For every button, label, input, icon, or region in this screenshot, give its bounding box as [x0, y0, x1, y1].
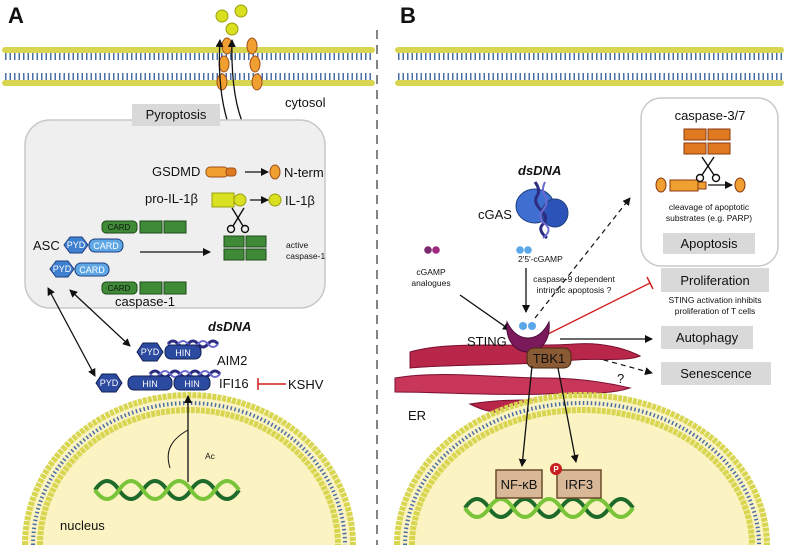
il1b-label: IL-1β — [285, 193, 315, 208]
ifi16-label: IFI16 — [219, 376, 249, 391]
aim2-pyd-label: PYD — [141, 347, 160, 357]
pyroptosis-box — [132, 104, 220, 126]
cgamp-molecules — [516, 246, 532, 254]
cgamp-label: 2'5'-cGAMP — [518, 254, 563, 264]
caspase-top-card-label: CARD — [108, 223, 131, 232]
pro-il1b-label: pro-IL-1β — [145, 191, 198, 206]
apoptosis-compartment — [640, 97, 779, 267]
dsdna-label-b: dsDNA — [518, 163, 561, 178]
ifi16-hin2-label: HIN — [184, 379, 200, 389]
gsdmd-label: GSDMD — [152, 164, 200, 179]
aim2-hin-label: HIN — [175, 348, 191, 358]
scissors-icon-b — [695, 156, 721, 183]
analogues-to-sting-arrow — [459, 294, 511, 331]
kshv-label: KSHV — [288, 377, 324, 392]
asc-ifi16-arrow — [47, 287, 96, 377]
panel-a-letter: A — [8, 3, 24, 28]
tbk1-to-nfkb-arrow — [518, 365, 533, 467]
senescence-box — [661, 362, 771, 385]
sting-to-senescence-arrow — [559, 347, 653, 376]
apoptosis-label: Apoptosis — [680, 236, 738, 251]
autophagy-label: Autophagy — [676, 330, 739, 345]
active-caspase-1 — [223, 235, 267, 261]
cgas-label: cGAS — [478, 207, 512, 222]
sting-to-apoptosis-arrow — [534, 197, 631, 319]
irf3-box — [556, 469, 602, 499]
sting-label: STING — [467, 334, 507, 349]
active-caspase-label-2: caspase-1 — [286, 251, 325, 261]
casp9-label-2: intrinsic apoptosis ? — [537, 285, 612, 295]
parp-substrate — [655, 177, 746, 193]
caspase-bottom-card-label: CARD — [108, 284, 131, 293]
cleavage-label-2: substrates (e.g. PARP) — [666, 213, 752, 223]
phospho-label: P — [553, 465, 559, 474]
sting-dimer — [506, 320, 550, 353]
senescence-question: ? — [617, 371, 624, 386]
casp9-label-1: caspase-9 dependent — [533, 274, 615, 284]
senescence-label: Senescence — [680, 366, 752, 381]
ifi16-protein: PYD HIN HIN — [95, 373, 211, 393]
dsdna-aim2-helix — [166, 339, 220, 349]
scissors-icon — [226, 207, 250, 234]
plasma-membrane-b — [395, 47, 785, 86]
irf3-label: IRF3 — [565, 477, 593, 492]
dna-helix-a — [93, 479, 241, 501]
nfkb-box — [495, 469, 543, 499]
proliferation-inhibition-line — [547, 282, 651, 335]
cytosol-label: cytosol — [285, 95, 326, 110]
acetylation-line — [167, 429, 189, 469]
cytosol-compartment — [24, 119, 326, 309]
cgamp-analogues-label-2: analogues — [411, 278, 450, 288]
asc1-pyd-label: PYD — [67, 240, 86, 250]
asc-protein-2: PYD CARD — [49, 260, 110, 278]
asc-label: ASC — [33, 238, 60, 253]
dsdna-cgas-helix — [533, 181, 548, 240]
sting-inhibits-label-2: proliferation of T cells — [675, 306, 755, 316]
cgamp-analogues-label-1: cGAMP — [416, 267, 446, 277]
tbk1-kinase — [526, 347, 572, 369]
panel-b-letter: B — [400, 3, 416, 28]
dna-helix-b — [463, 497, 635, 519]
nucleus-label: nucleus — [60, 518, 105, 533]
gasdermin-pore — [216, 37, 263, 91]
phospho-badge — [550, 463, 562, 475]
asc2-pyd-label: PYD — [53, 264, 72, 274]
cleavage-label-1: cleavage of apoptotic — [669, 202, 750, 212]
il1b-released — [215, 4, 248, 36]
proliferation-label: Proliferation — [680, 273, 749, 288]
caspase-1-bottom: CARD — [101, 281, 187, 295]
n-term-label: N-term — [284, 165, 324, 180]
gsdmd-protein — [205, 166, 237, 178]
sting-inhibits-label-1: STING activation inhibits — [668, 295, 761, 305]
nfkb-label: NF-κB — [501, 477, 538, 492]
active-caspase-label-1: active — [286, 240, 308, 250]
caspase37-protein — [683, 128, 731, 155]
pro-il1b-protein — [211, 192, 247, 208]
tbk1-label: TBK1 — [533, 351, 566, 366]
aim2-label: AIM2 — [217, 353, 247, 368]
caspase-1-top: CARD — [101, 220, 187, 234]
apoptosis-box — [663, 233, 755, 254]
il1b-mature — [268, 193, 282, 207]
ac-label: Ac — [205, 451, 216, 461]
ifi16-pyd-label: PYD — [100, 378, 119, 388]
autophagy-box — [661, 326, 753, 349]
pyroptosis-label: Pyroptosis — [146, 107, 207, 122]
tbk1-to-irf3-arrow — [557, 367, 579, 463]
proliferation-box — [661, 268, 769, 292]
er-label: ER — [408, 408, 426, 423]
plasma-membrane-a — [2, 47, 375, 86]
cgamp-analogue-molecules — [424, 246, 440, 254]
asc1-card-label: CARD — [93, 241, 119, 251]
caspase37-label: caspase-3/7 — [675, 108, 746, 123]
n-term-fragment — [269, 164, 281, 180]
aim2-protein: PYD HIN — [136, 342, 202, 362]
asc-protein-1: PYD CARD — [63, 236, 124, 254]
caspase-1-label: caspase-1 — [115, 294, 175, 309]
dsdna-label-a: dsDNA — [208, 319, 251, 334]
asc2-card-label: CARD — [79, 265, 105, 275]
ifi16-hin1-label: HIN — [142, 379, 158, 389]
